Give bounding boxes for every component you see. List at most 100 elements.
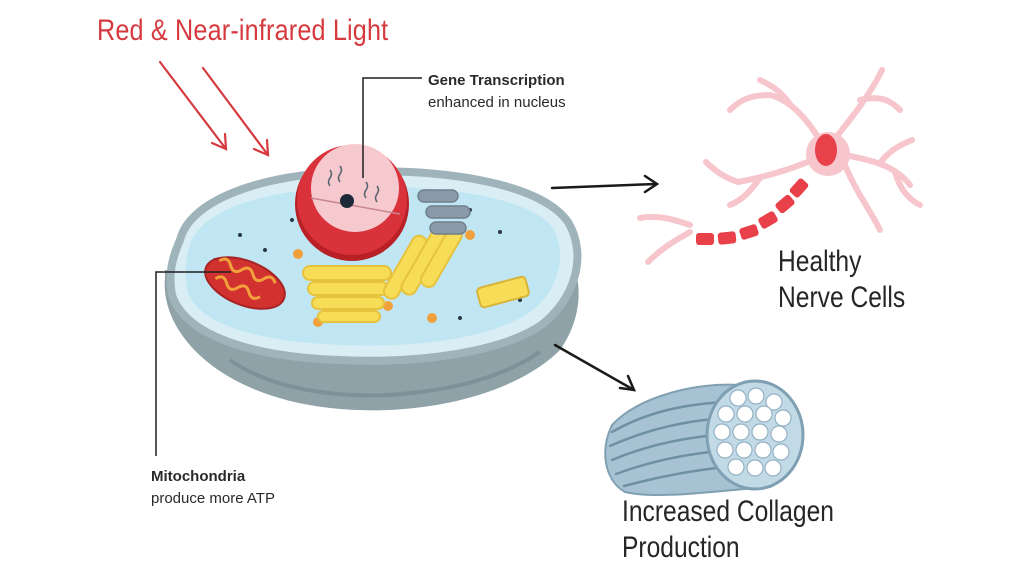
myelin-segment [696, 233, 714, 245]
golgi-stack [317, 310, 381, 323]
dendrite [892, 169, 923, 208]
fibril [747, 387, 765, 405]
light-arrow-right-head [252, 138, 270, 157]
arrow-to-collagen-head [618, 374, 637, 392]
fibril [713, 423, 731, 441]
myelin-segment [775, 194, 795, 214]
rough-er-segment [429, 221, 467, 235]
nucleus-inner [311, 144, 399, 232]
light-arrow-left-head [210, 132, 228, 151]
fibril [735, 441, 753, 459]
arrow-to-nerve [550, 182, 658, 190]
arrow-to-nerve-head [643, 174, 660, 194]
mitochondria-subtitle: produce more ATP [151, 490, 275, 507]
fibril [770, 425, 788, 443]
dot [458, 316, 462, 320]
centriole-body [476, 275, 530, 309]
arrow-to-collagen [553, 343, 636, 392]
cell-base-shade [228, 350, 542, 398]
dendrite [857, 95, 903, 113]
gene-transcription-title: Gene Transcription [428, 72, 565, 89]
fibril [754, 441, 772, 459]
dendrite [827, 67, 885, 148]
myelin-segment [758, 211, 778, 229]
myelin-segment [717, 231, 737, 245]
dna-strands [327, 165, 380, 203]
dendrite [727, 175, 763, 208]
fibril [746, 459, 764, 477]
dendrite [727, 92, 773, 113]
mito-callout-line [155, 271, 231, 456]
nerve-nucleus [815, 134, 837, 166]
nucleus-divider [310, 197, 401, 215]
dendrite [645, 229, 693, 265]
nerve-cell [637, 67, 923, 265]
vesicles [293, 230, 475, 327]
dendrite [877, 137, 915, 166]
dna-strand [363, 181, 369, 199]
golgi-stack [311, 296, 385, 310]
mitochondrion-cristae [218, 257, 277, 284]
light-arrow-right [201, 66, 270, 157]
dendrite [757, 77, 793, 107]
collagen-strand [610, 400, 727, 434]
outcome-arrows [550, 174, 660, 392]
vesicle [383, 301, 393, 311]
gene-transcription-subtitle: enhanced in nucleus [428, 94, 566, 111]
light-title: Red & Near-infrared Light [97, 14, 389, 47]
mitochondria-title: Mitochondria [151, 468, 246, 485]
rough-er [417, 189, 471, 235]
fibril [727, 458, 745, 476]
nerve-label-line1: Healthy [778, 245, 862, 278]
dna-strand [327, 169, 333, 187]
vesicle [293, 249, 303, 259]
collagen-fiber [604, 379, 805, 497]
fibril [774, 409, 792, 427]
vesicle [465, 230, 475, 240]
nerve-label-line2: Nerve Cells [778, 281, 906, 314]
dendrite [842, 162, 883, 233]
dot [263, 248, 267, 252]
dot [238, 233, 242, 237]
myelin-segment [789, 178, 809, 198]
mitochondrion-outer [204, 256, 286, 310]
collagen-label-line2: Production [622, 531, 740, 564]
golgi-stack [302, 265, 392, 281]
vesicle [427, 313, 437, 323]
light-arrow-left [158, 60, 228, 151]
fibril [736, 405, 754, 423]
myelin-segment [739, 224, 759, 240]
dendrite [735, 157, 815, 185]
mitochondrion [204, 256, 286, 310]
fibril [755, 405, 773, 423]
golgi-stack [307, 281, 389, 296]
dot [290, 218, 294, 222]
fibril [751, 423, 769, 441]
fibril [717, 405, 735, 423]
rough-er-segment [417, 189, 459, 203]
fibril [772, 443, 790, 461]
dendrite [637, 213, 693, 228]
nucleus [295, 144, 409, 261]
light-arrows [158, 60, 270, 157]
mitochondrion-cristae [214, 275, 261, 300]
fibril [765, 393, 783, 411]
golgi-body [302, 265, 392, 323]
dendrite [703, 159, 741, 185]
collagen-label: Increased Collagen Production [622, 494, 834, 566]
dot [498, 230, 502, 234]
fibril [716, 441, 734, 459]
collagen-label-line1: Increased Collagen [622, 495, 834, 528]
fibril [729, 389, 747, 407]
fibril [732, 423, 750, 441]
nerve-cells-label: Healthy Nerve Cells [778, 244, 905, 316]
collagen-fibrils [713, 387, 792, 477]
dna-strand [337, 165, 343, 183]
centriole [476, 275, 530, 309]
cell [164, 144, 582, 411]
gene-callout-line [362, 77, 422, 178]
dna-strand [374, 185, 380, 203]
rough-er-segment [425, 205, 471, 219]
fibril [764, 459, 782, 477]
